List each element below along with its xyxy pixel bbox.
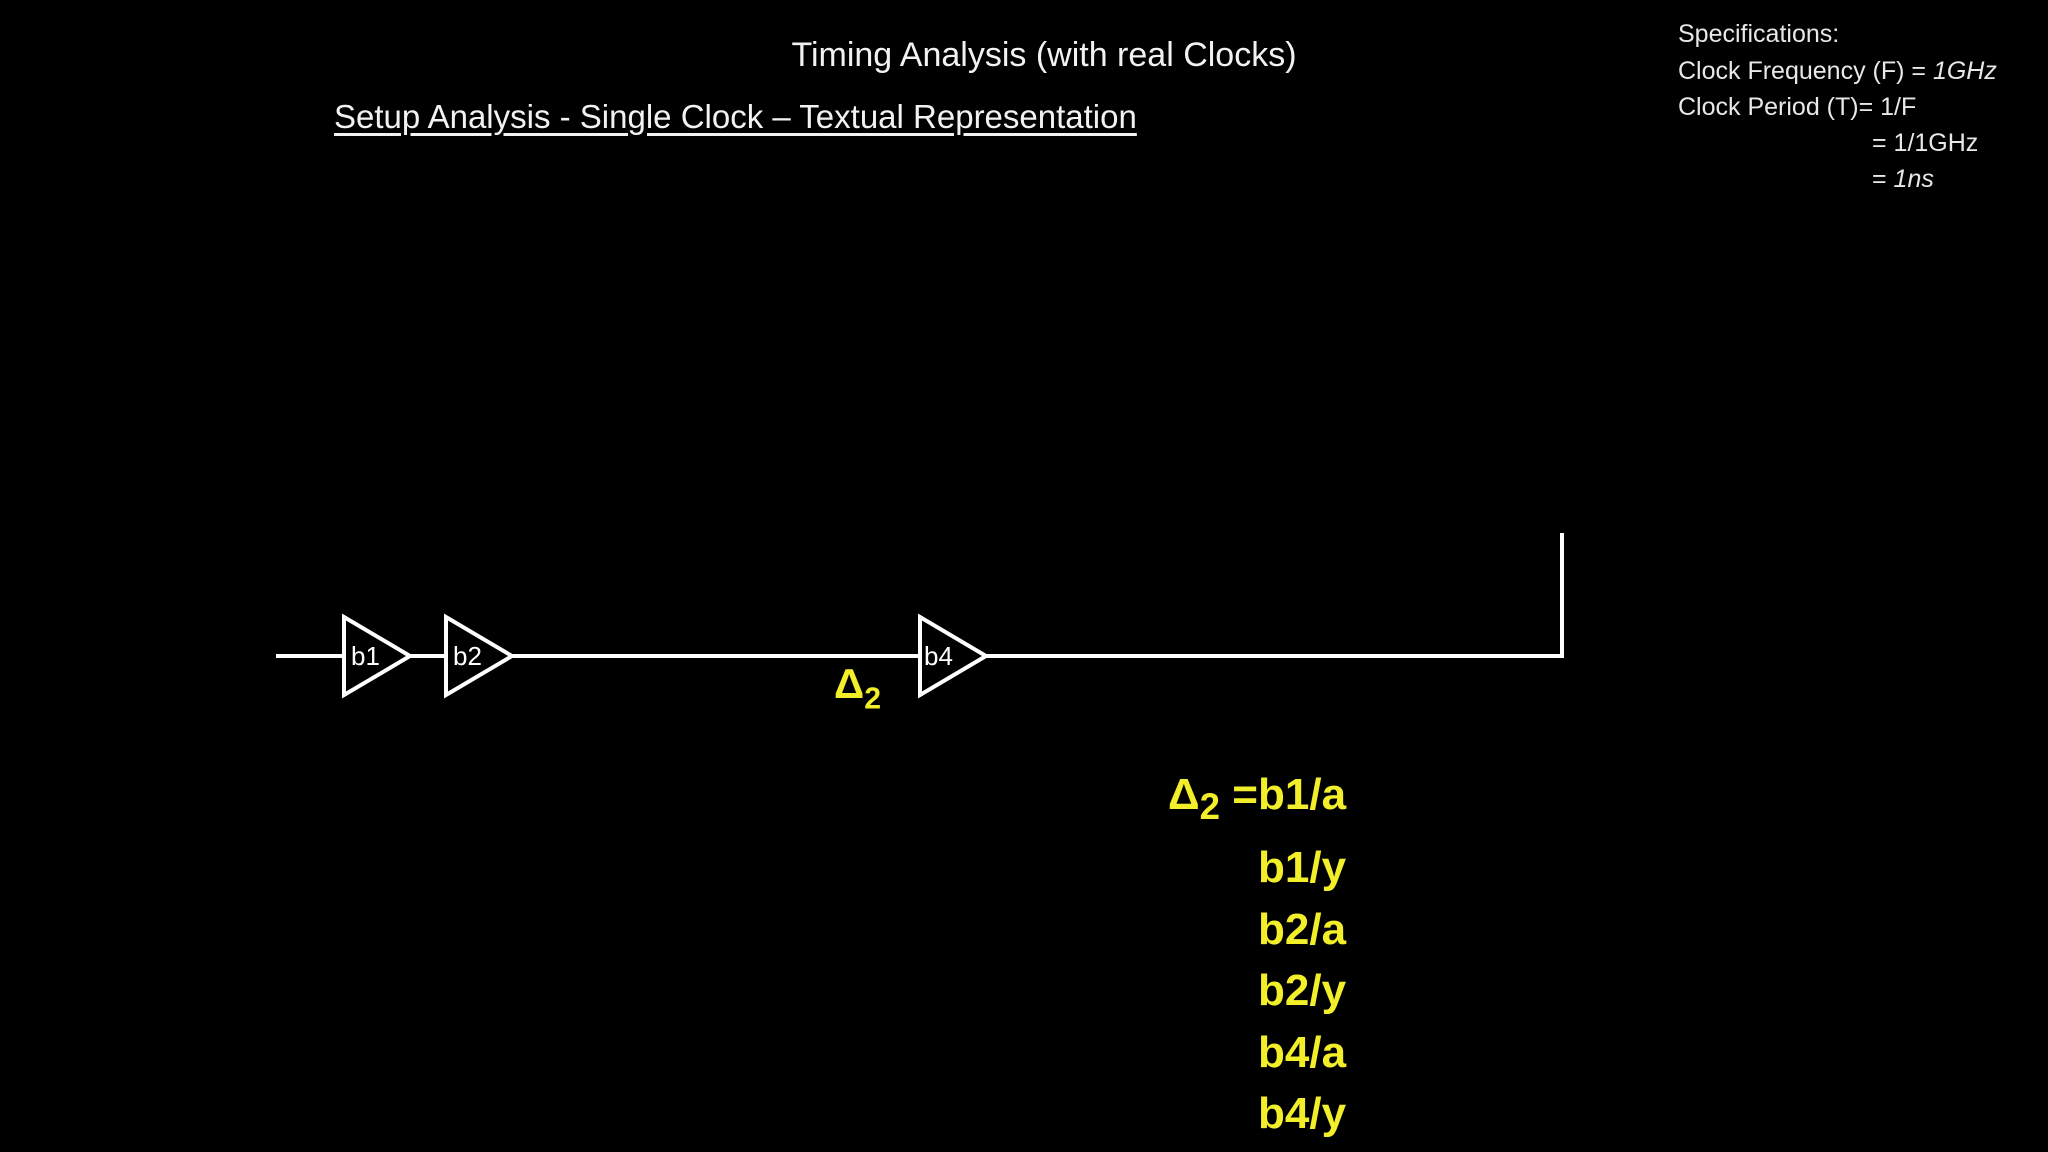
spec-frequency-value: 1GHz — [1932, 57, 1997, 85]
slide-subtitle: Setup Analysis - Single Clock – Textual … — [334, 98, 1137, 135]
path-pin: b2/a — [1258, 904, 1347, 954]
buffer-b2 — [444, 613, 516, 699]
path-row: b4/a — [1168, 1022, 1346, 1084]
spec-period-step: = 1/1GHz — [1872, 129, 1979, 157]
delta-symbol: Δ — [834, 660, 865, 707]
path-equals: = — [1232, 770, 1258, 819]
path-row: b1/y — [1168, 837, 1346, 899]
path-delta-subscript: 2 — [1199, 785, 1221, 827]
buffer-b1 — [342, 613, 414, 699]
path-delta: Δ2 = — [1168, 764, 1258, 837]
spec-period-result: = 1ns — [1872, 165, 1934, 194]
path-pin: b2/y — [1258, 966, 1347, 1016]
spec-period-prefix: = — [1872, 165, 1894, 193]
path-pin-list: Δ2 =b1/a b1/y b2/a b2/y b4/a b4/y — [1168, 764, 1346, 1145]
spec-frequency: Clock Frequency (F) = 1GHz — [1678, 57, 1997, 86]
spec-period: Clock Period (T)= 1/F — [1678, 93, 1917, 121]
buffer-b1-label: b1 — [351, 641, 380, 671]
path-pin: b4/y — [1258, 1089, 1347, 1139]
path-pin: b4/a — [1258, 1027, 1347, 1077]
path-row: b2/y — [1168, 960, 1346, 1022]
path-pin: b1/y — [1258, 843, 1347, 893]
path-delta-symbol: Δ — [1168, 770, 1200, 819]
spec-frequency-label: Clock Frequency (F) = — [1678, 57, 1933, 85]
buffer-b4-label: b4 — [924, 641, 953, 671]
delta-subscript: 2 — [864, 682, 882, 716]
slide-title: Timing Analysis (with real Clocks) — [791, 36, 1297, 74]
path-pin: b1/a — [1258, 770, 1347, 819]
path-row: Δ2 =b1/a — [1168, 764, 1346, 837]
path-row: b2/a — [1168, 899, 1346, 961]
path-row: b4/y — [1168, 1083, 1346, 1145]
buffer-b4 — [918, 613, 990, 699]
spec-heading: Specifications: — [1678, 20, 1840, 48]
delta-marker: Δ2 — [834, 660, 881, 717]
buffer-b2-label: b2 — [453, 641, 482, 671]
spec-period-value: 1ns — [1893, 165, 1934, 193]
